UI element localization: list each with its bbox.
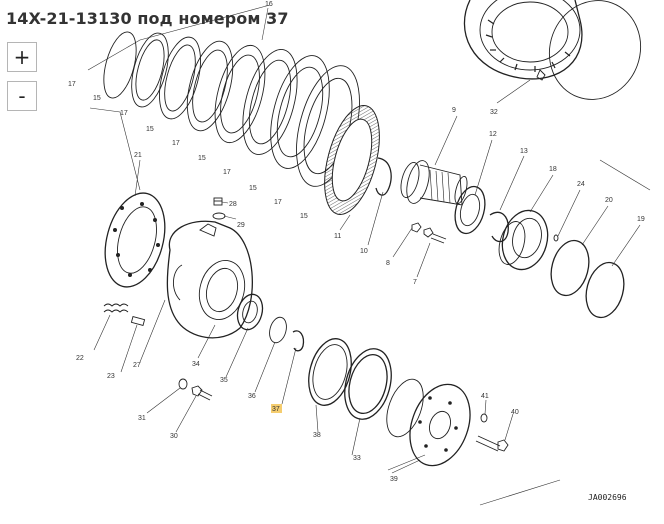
snap-ring-10 xyxy=(375,157,392,196)
callout-12: 12 xyxy=(489,131,497,138)
seal-38 xyxy=(308,338,352,406)
housing-cover xyxy=(463,0,583,81)
callout-20: 20 xyxy=(605,197,613,204)
bearing-35 xyxy=(236,293,264,331)
callout-15: 15 xyxy=(249,185,257,192)
pin-24 xyxy=(553,234,559,242)
page-title: 14X-21-13130 под номером 37 xyxy=(6,9,289,28)
cover-39 xyxy=(409,383,471,467)
output-shaft xyxy=(400,160,468,206)
bearing-12 xyxy=(454,185,486,235)
callout-15: 15 xyxy=(93,95,101,102)
callout-35: 35 xyxy=(220,377,228,384)
callout-32: 32 xyxy=(490,109,498,116)
callout-31: 31 xyxy=(138,415,146,422)
callout-11: 11 xyxy=(334,233,341,240)
callout-22: 22 xyxy=(76,355,84,362)
spring-22 xyxy=(103,303,129,313)
snap-ring-37 xyxy=(292,330,305,352)
zoom-out-button[interactable]: - xyxy=(7,81,37,111)
washer-29 xyxy=(212,212,226,220)
callout-23: 23 xyxy=(107,373,115,380)
callout-34: 34 xyxy=(192,361,200,368)
callout-17: 17 xyxy=(274,199,282,206)
pin-23 xyxy=(130,315,146,327)
clutch-plate-stack xyxy=(103,31,380,215)
callout-41: 41 xyxy=(481,393,489,400)
callout-33: 33 xyxy=(353,455,361,462)
callout-39: 39 xyxy=(390,476,398,483)
housing-21 xyxy=(104,192,166,288)
callout-18: 18 xyxy=(549,166,557,173)
callout-17: 17 xyxy=(223,169,231,176)
callout-15: 15 xyxy=(300,213,308,220)
callout-24: 24 xyxy=(577,181,585,188)
callout-labels: 16 17 15 17 15 17 15 17 15 17 15 9 12 13… xyxy=(68,1,645,483)
callout-7: 7 xyxy=(413,279,417,286)
leader-frame xyxy=(87,4,651,506)
carrier-18 xyxy=(498,209,549,271)
callout-27: 27 xyxy=(133,362,141,369)
washer-31 xyxy=(178,378,188,390)
plug-28 xyxy=(213,197,223,206)
bolt-7 xyxy=(423,227,447,244)
callout-37: 37 xyxy=(272,406,280,413)
callout-38: 38 xyxy=(313,432,321,439)
o-ring-large xyxy=(548,0,642,100)
diagram-code: JA002696 xyxy=(588,493,627,502)
callout-36: 36 xyxy=(248,393,256,400)
callout-17: 17 xyxy=(172,140,180,147)
callout-9: 9 xyxy=(452,107,456,114)
callout-19: 19 xyxy=(637,216,645,223)
callout-21: 21 xyxy=(134,152,142,159)
callout-10: 10 xyxy=(360,248,368,255)
callout-17: 17 xyxy=(120,110,128,117)
callout-13: 13 xyxy=(520,148,528,155)
callout-30: 30 xyxy=(170,433,178,440)
callout-15: 15 xyxy=(146,126,154,133)
seal-ring-33 xyxy=(344,348,392,420)
o-ring-cover xyxy=(386,378,424,438)
callout-40: 40 xyxy=(511,409,519,416)
callout-8: 8 xyxy=(386,260,390,267)
callout-28: 28 xyxy=(229,201,237,208)
leader-lines xyxy=(93,7,641,474)
zoom-in-button[interactable]: + xyxy=(7,42,37,72)
motor-housing-34 xyxy=(166,220,253,339)
bolt-30 xyxy=(191,385,213,401)
washer-8 xyxy=(411,222,422,233)
snap-ring-13 xyxy=(489,211,509,243)
o-ring-20 xyxy=(550,239,590,297)
bolt-40 xyxy=(475,435,509,452)
washer-41 xyxy=(480,413,488,423)
snap-ring-36 xyxy=(269,316,287,344)
callout-16: 16 xyxy=(265,1,273,8)
o-ring-19 xyxy=(585,261,625,319)
callout-15: 15 xyxy=(198,155,206,162)
callout-17: 17 xyxy=(68,81,76,88)
callout-37-highlight xyxy=(271,404,282,413)
callout-29: 29 xyxy=(237,222,245,229)
